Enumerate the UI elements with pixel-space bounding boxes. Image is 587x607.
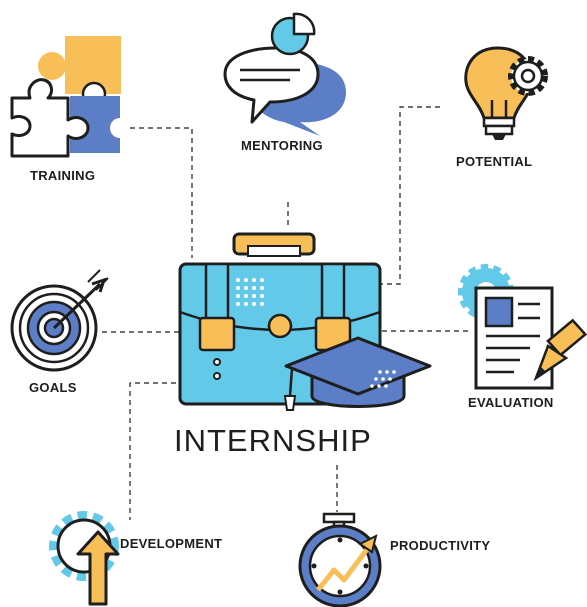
connector-potential — [380, 106, 440, 285]
node-label-training: TRAINING — [30, 168, 96, 183]
briefcase-with-graduation-cap-icon — [178, 232, 432, 411]
gear-arrow-up-icon — [49, 511, 120, 606]
lightbulb-gear-icon — [464, 46, 548, 140]
node-label-development: DEVELOPMENT — [120, 536, 223, 551]
connector-training — [130, 127, 193, 258]
target-arrow-icon — [10, 269, 109, 372]
speech-bubbles-icon — [223, 12, 346, 136]
node-label-goals: GOALS — [29, 380, 77, 395]
connector-development — [129, 382, 176, 520]
node-label-evaluation: EVALUATION — [468, 395, 554, 410]
node-label-productivity: PRODUCTIVITY — [390, 538, 491, 553]
document-pencil-icon — [458, 264, 587, 390]
node-label-mentoring: MENTORING — [241, 138, 323, 153]
node-label-potential: POTENTIAL — [456, 154, 533, 169]
puzzle-pieces-icon — [10, 36, 130, 158]
stopwatch-chart-icon — [298, 512, 382, 607]
diagram-title: INTERNSHIP — [174, 423, 372, 458]
connector-lines — [102, 106, 468, 520]
